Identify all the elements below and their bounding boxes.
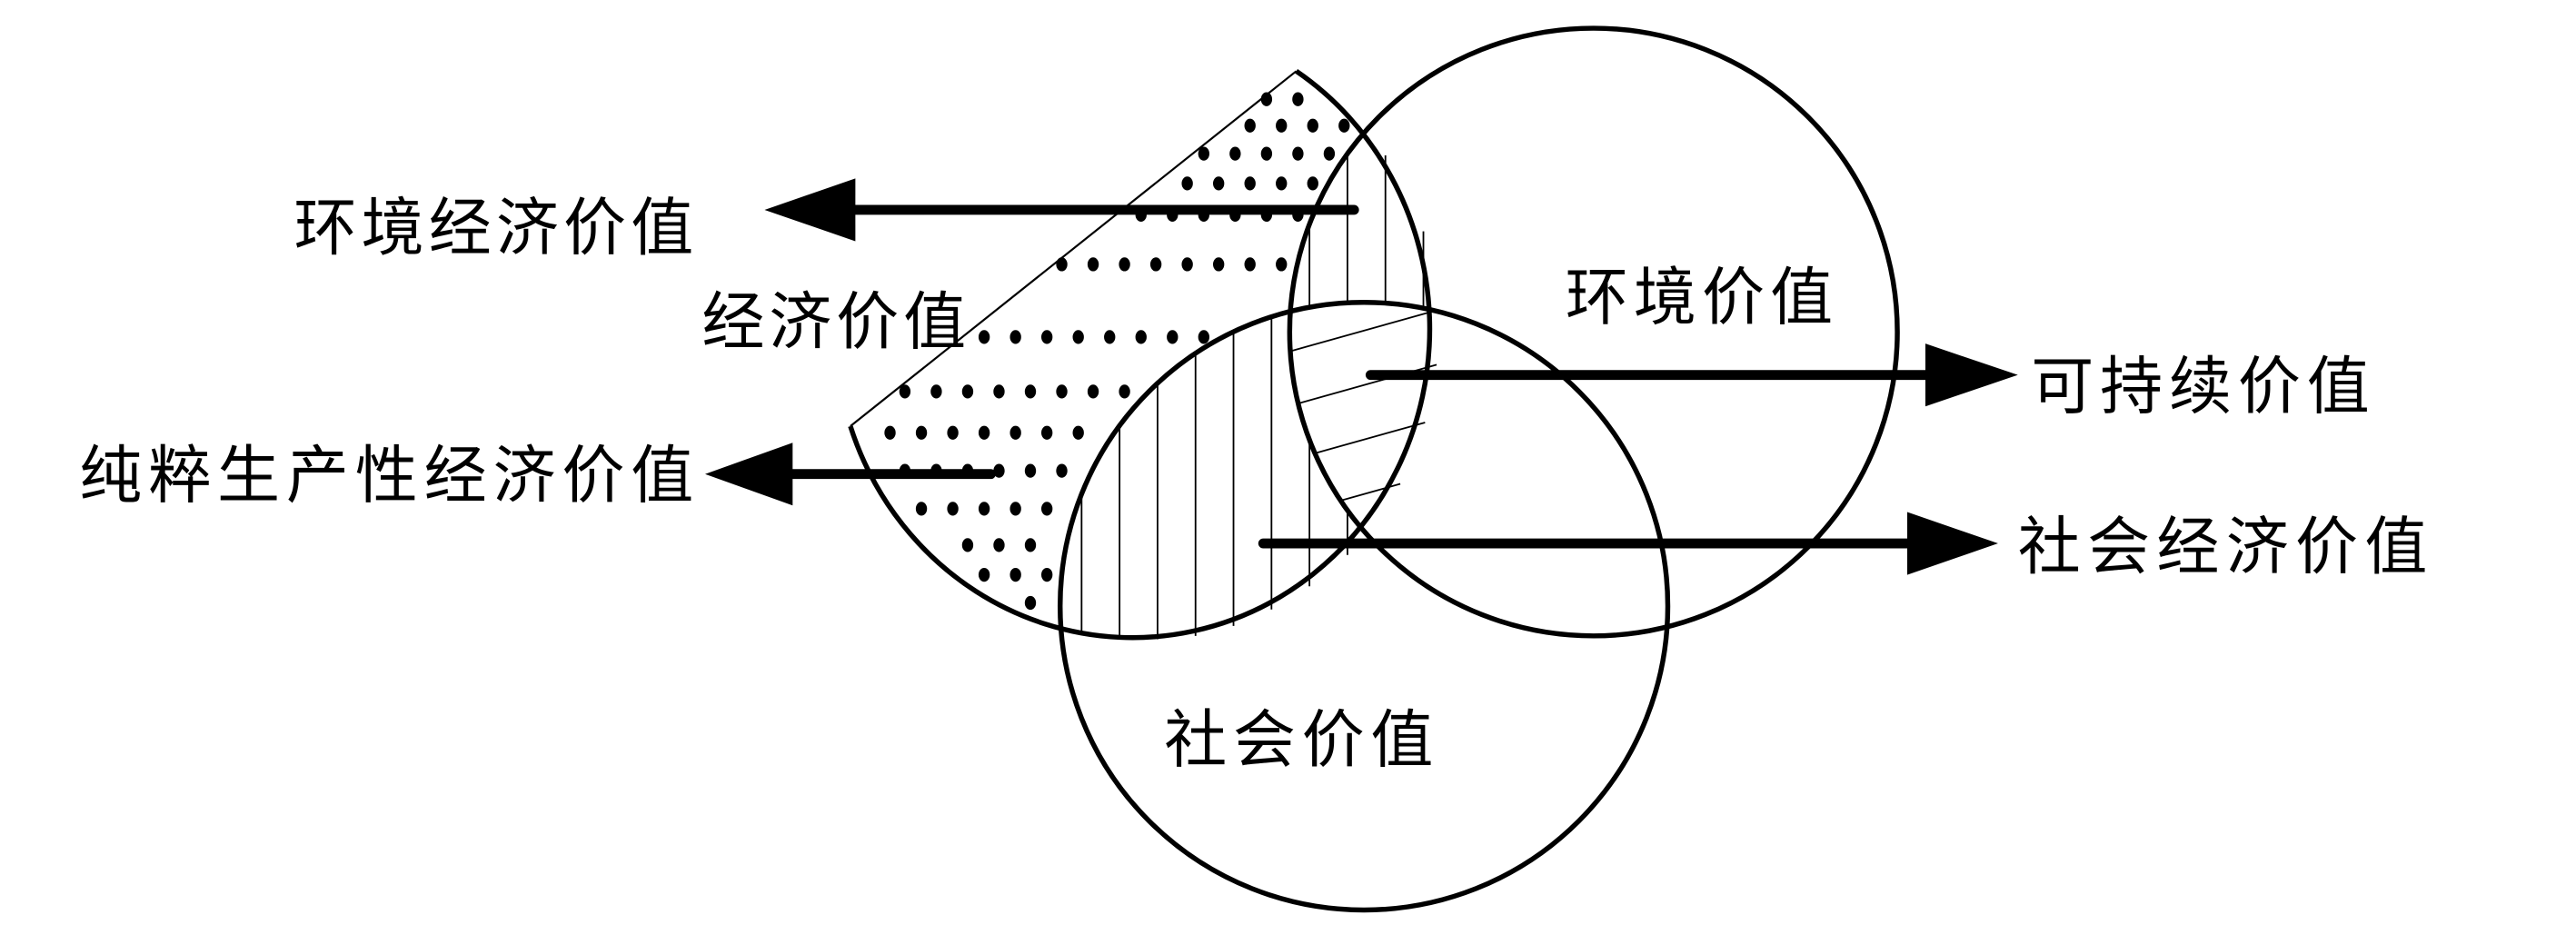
pattern-dot [1292, 92, 1304, 106]
pattern-dot [1119, 257, 1130, 272]
label-social-value: 社会价值 [1164, 704, 1433, 777]
pattern-dot [978, 425, 990, 440]
hatch-line [1290, 310, 1434, 353]
pattern-dot [1024, 384, 1037, 399]
pattern-dot [1024, 463, 1037, 478]
pattern-dot [1040, 502, 1053, 516]
pattern-dot [1087, 257, 1099, 272]
arrow-social-econ [1258, 512, 1998, 575]
hatch-line [1316, 422, 1426, 454]
pattern-dot [993, 463, 1005, 478]
pattern-dot [1010, 567, 1021, 582]
pattern-dot [930, 384, 942, 399]
pattern-dot [978, 330, 990, 344]
pattern-dot [1212, 257, 1225, 272]
pattern-dot [1056, 384, 1068, 399]
pattern-dot [1307, 176, 1318, 191]
slanted-hatch-pattern [1290, 310, 1437, 502]
pattern-dot [1276, 176, 1288, 191]
pattern-dot [1260, 92, 1273, 106]
arrow-env-econ [764, 178, 1359, 242]
pattern-dot [1167, 330, 1179, 344]
pattern-dot [899, 384, 911, 399]
pattern-dot [1181, 176, 1193, 191]
pattern-dot [915, 425, 928, 440]
pattern-dot [1292, 146, 1304, 161]
pattern-dot [884, 425, 896, 440]
pattern-dot [1149, 257, 1162, 272]
pattern-dot [1260, 146, 1273, 161]
pattern-dot [1198, 146, 1209, 161]
pattern-dot [1010, 425, 1021, 440]
pattern-dot [961, 384, 974, 399]
arrow-sustainable [1365, 343, 2018, 407]
pattern-dot [1338, 118, 1350, 133]
pattern-dot [1072, 330, 1084, 344]
pattern-dot [1212, 176, 1225, 191]
pattern-dot [1040, 567, 1053, 582]
hatch-line [1340, 482, 1401, 502]
environment-value-circle [1287, 25, 1900, 639]
pattern-dot [1307, 118, 1318, 133]
pattern-dot [1181, 257, 1193, 272]
pattern-dot [1276, 257, 1288, 272]
vertical-hatch-pattern [1080, 154, 1425, 640]
pattern-dot [1323, 146, 1336, 161]
pattern-dot [915, 502, 928, 516]
pattern-dot [993, 538, 1005, 552]
economic-value-shape [850, 70, 1298, 427]
pattern-dot [1244, 118, 1256, 133]
pattern-dot [1040, 425, 1053, 440]
pattern-dot [947, 425, 959, 440]
pattern-dot [1198, 330, 1209, 344]
pattern-dot [993, 384, 1005, 399]
pattern-dot [978, 502, 990, 516]
pattern-dot [1056, 257, 1068, 272]
pattern-dot [1010, 502, 1021, 516]
pattern-dot [1024, 538, 1037, 552]
pattern-dot [1040, 330, 1053, 344]
pattern-dot [1119, 384, 1130, 399]
social-value-circle [1057, 299, 1671, 913]
economic-value-arc [848, 69, 1433, 641]
pattern-dot [1087, 384, 1099, 399]
label-econ-value: 经济价值 [701, 286, 966, 359]
label-social-econ-value: 社会经济价值 [2018, 511, 2428, 583]
pattern-dot [1104, 330, 1116, 344]
pattern-dot [1072, 425, 1084, 440]
pattern-dot [961, 538, 974, 552]
pattern-dot [1010, 330, 1021, 344]
label-env-value: 环境价值 [1566, 262, 1833, 334]
pattern-dot [1229, 146, 1241, 161]
pattern-dot [947, 502, 959, 516]
pattern-dot [1244, 176, 1256, 191]
pattern-dot [1024, 595, 1037, 611]
arrow-pure-productive [704, 443, 996, 506]
pattern-dot [1276, 118, 1288, 133]
economic-dot-pattern [884, 92, 1350, 611]
pattern-dot [978, 567, 990, 582]
pattern-dot [1244, 257, 1256, 272]
label-env-econ-value: 环境经济价值 [293, 193, 693, 265]
label-sustainable-value: 可持续价值 [2031, 351, 2370, 423]
label-pure-productive-econ-value: 纯粹生产性经济价值 [79, 440, 693, 512]
pattern-dot [1135, 330, 1147, 344]
pattern-dot [1056, 463, 1068, 478]
